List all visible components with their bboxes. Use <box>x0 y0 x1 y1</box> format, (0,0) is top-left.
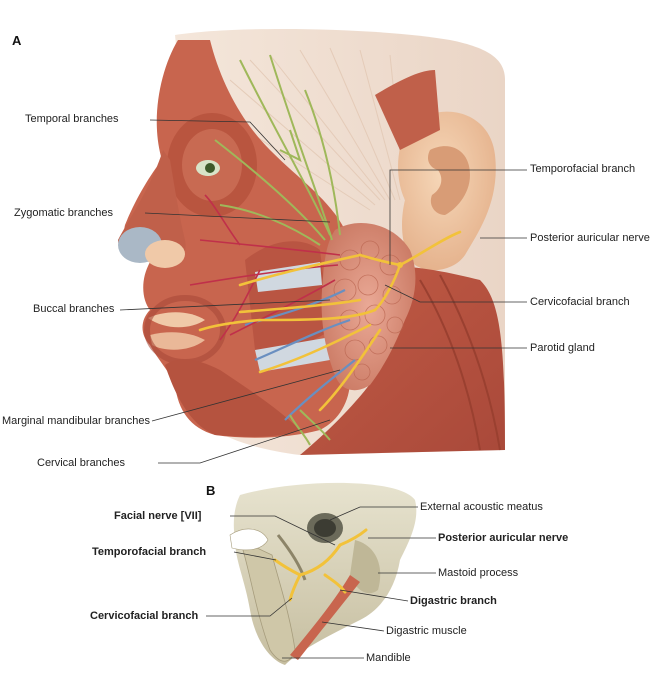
leader-b-digastric-branch <box>339 589 409 602</box>
label-cervical-branches: Cervical branches <box>37 457 126 469</box>
neck <box>300 265 505 455</box>
label-b-external-acoustic-meatus: External acoustic meatus <box>420 501 543 513</box>
leader-b-digastric-muscle <box>321 621 385 632</box>
label-cervicofacial-branch: Cervicofacial branch <box>530 296 630 308</box>
leader-b-cervicofacial <box>206 597 293 617</box>
panel-label-a: A <box>12 33 22 48</box>
label-temporofacial-branch: Temporofacial branch <box>530 163 636 175</box>
label-parotid-gland: Parotid gland <box>530 342 595 354</box>
label-b-mastoid-process: Mastoid process <box>438 567 519 579</box>
leader-marginal <box>151 369 341 422</box>
label-marginal-mandibular-branches: Marginal mandibular branches <box>2 415 150 427</box>
facial-nerve-trunk <box>358 253 402 267</box>
leader-zygomatic <box>144 212 331 223</box>
leader-temporofacial <box>389 169 527 265</box>
leader-buccal <box>119 299 331 311</box>
digastric-muscle <box>290 575 360 660</box>
label-b-temporofacial-branch: Temporofacial branch <box>92 546 207 558</box>
label-buccal-branches: Buccal branches <box>33 303 115 315</box>
leader-temporal <box>149 119 286 161</box>
mandible <box>239 539 296 662</box>
label-b-posterior-auricular-nerve: Posterior auricular nerve <box>438 532 569 544</box>
panel-label-b: B <box>206 483 216 498</box>
label-temporal-branches: Temporal branches <box>25 113 119 125</box>
label-b-cervicofacial-branch: Cervicofacial branch <box>90 610 199 622</box>
label-posterior-auricular-nerve: Posterior auricular nerve <box>530 232 650 244</box>
mastoid-process <box>350 540 381 594</box>
leader-b-temporofacial <box>233 551 277 561</box>
lips <box>148 312 205 328</box>
label-zygomatic-branches: Zygomatic branches <box>14 207 114 219</box>
leader-cervical <box>158 419 331 464</box>
label-b-digastric-muscle: Digastric muscle <box>386 625 467 637</box>
leader-cervicofacial <box>384 284 527 303</box>
label-b-mandible: Mandible <box>366 652 411 664</box>
leader-b-facial <box>230 515 336 546</box>
facial-nerve-b <box>298 543 342 577</box>
label-b-digastric-branch: Digastric branch <box>410 595 497 607</box>
label-b-facial-nerve: Facial nerve [VII] <box>114 510 202 522</box>
leader-b-external <box>329 506 418 521</box>
